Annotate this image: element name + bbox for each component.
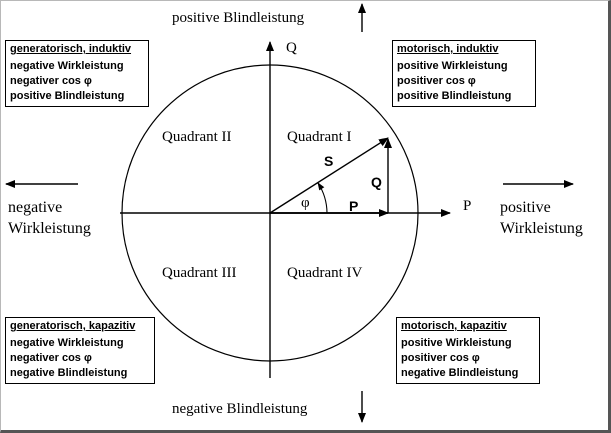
box-line: positive Blindleistung [397,90,512,102]
box-line: negativer cos φ [10,352,92,364]
box-generatorisch-induktiv: generatorisch, induktiv negative Wirklei… [5,40,149,107]
box-heading: generatorisch, induktiv [10,43,132,55]
box-generatorisch-kapazitiv: generatorisch, kapazitiv negative Wirkle… [5,317,155,384]
box-motorisch-kapazitiv: motorisch, kapazitiv positive Wirkleistu… [396,317,540,384]
quadrant-1-label: Quadrant I [287,129,352,145]
box-heading: motorisch, induktiv [397,43,499,55]
box-line: positiver cos φ [397,75,476,87]
quadrant-4-label: Quadrant IV [287,265,363,281]
s-vector [269,137,389,214]
box-heading: generatorisch, kapazitiv [10,320,136,332]
p-vector-label: P [349,198,358,214]
box-line: positive Wirkleistung [397,60,508,72]
box-line: positive Blindleistung [10,90,125,102]
quadrant-2-label: Quadrant II [162,129,232,145]
box-line: negativer cos φ [10,75,92,87]
negative-wirkleistung-line2: Wirkleistung [8,220,91,237]
phi-angle-arc [317,182,328,214]
box-line: positive Wirkleistung [401,337,512,349]
positive-wirkleistung-line1: positive [500,199,551,216]
negative-blindleistung-label: negative Blindleistung [172,401,308,417]
p-axis-label: P [463,198,471,214]
box-line: negative Wirkleistung [10,60,124,72]
negative-wirkleistung-line1: negative [8,199,62,216]
box-line: negative Blindleistung [401,367,519,379]
positive-wirkleistung-line2: Wirkleistung [500,220,583,237]
box-motorisch-induktiv: motorisch, induktiv positive Wirkleistun… [392,40,536,107]
box-line: negative Blindleistung [10,367,128,379]
box-heading: motorisch, kapazitiv [401,320,507,332]
quadrant-3-label: Quadrant III [162,265,237,281]
q-axis-label: Q [286,40,297,56]
box-line: positiver cos φ [401,352,480,364]
positive-blindleistung-label: positive Blindleistung [172,10,305,26]
s-vector-label: S [324,153,333,169]
q-vector-label: Q [371,174,382,190]
phi-label: φ [301,195,310,211]
box-line: negative Wirkleistung [10,337,124,349]
